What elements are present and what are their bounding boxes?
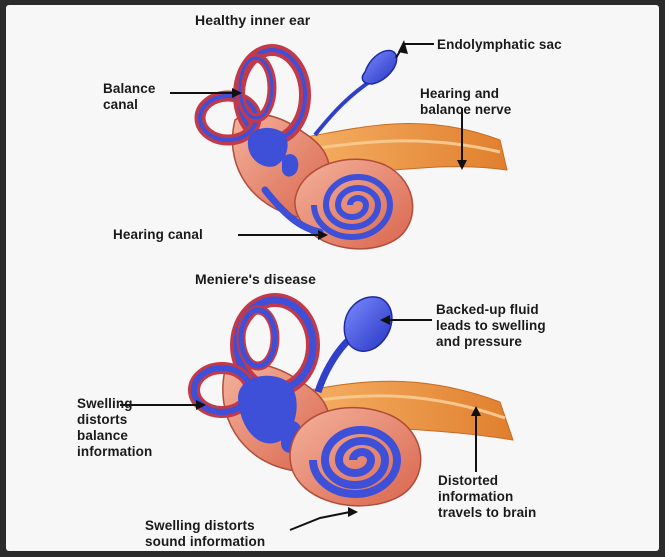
label-swelling-balance: Swelling distorts balance information <box>77 396 152 460</box>
healthy-ear-illustration <box>200 50 507 249</box>
label-endolymphatic-sac: Endolymphatic sac <box>437 37 562 53</box>
leader-swelling-sound <box>290 512 350 530</box>
label-backed-up-fluid: Backed-up fluid leads to swelling and pr… <box>436 302 546 350</box>
label-swelling-sound: Swelling distorts sound information <box>145 518 265 550</box>
label-hearing-balance-nerve: Hearing and balance nerve <box>420 86 511 118</box>
healthy-endolymphatic-sac <box>362 50 396 84</box>
meniere-title: Meniere's disease <box>195 271 316 287</box>
meniere-endolymphatic-sac <box>344 297 392 351</box>
label-balance-canal: Balance canal <box>103 81 155 113</box>
label-hearing-canal: Hearing canal <box>113 227 203 243</box>
label-distorted-info: Distorted information travels to brain <box>438 473 536 521</box>
healthy-title: Healthy inner ear <box>195 12 310 28</box>
